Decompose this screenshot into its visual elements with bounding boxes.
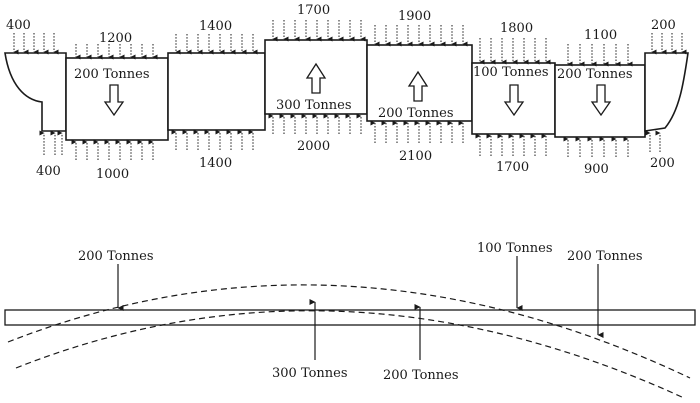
weight-label-s7: 200	[651, 18, 676, 33]
weight-label-s6: 1100	[584, 28, 617, 43]
section-stern	[644, 52, 689, 132]
down-arrow-icon	[503, 84, 525, 117]
weight-label-s4: 1900	[398, 9, 431, 24]
net-label-s5: 100 Tonnes	[473, 65, 549, 80]
net-label-s1: 200 Tonnes	[74, 67, 150, 82]
beam-load-label-a: 200 Tonnes	[78, 249, 154, 264]
deflection-curve-lower	[15, 310, 685, 399]
beam-load-label-b: 300 Tonnes	[272, 366, 348, 381]
deflection-curve-upper	[7, 284, 691, 379]
weight-label-s1: 1200	[99, 31, 132, 46]
buoyancy-label-s1: 1000	[96, 167, 129, 182]
up-arrow-icon	[407, 70, 429, 102]
buoyancy-arrows	[39, 113, 661, 160]
weight-label-s0: 400	[6, 18, 31, 33]
net-label-s4: 200 Tonnes	[378, 106, 454, 121]
net-label-s6: 200 Tonnes	[557, 67, 633, 82]
up-arrow-icon	[305, 62, 327, 94]
down-arrow-icon	[590, 84, 612, 117]
buoyancy-label-s7: 200	[650, 156, 675, 171]
buoyancy-label-s0: 400	[36, 164, 61, 179]
section-2	[167, 52, 266, 131]
beam-load-label-e: 200 Tonnes	[567, 249, 643, 264]
down-arrow-icon	[103, 84, 125, 117]
section-labels: 400 1200 1400 1700 1900 1800 1100 200 40…	[6, 3, 676, 182]
weight-label-s3: 1700	[297, 3, 330, 18]
buoyancy-label-s5: 1700	[496, 160, 529, 175]
net-load-arrows	[103, 62, 612, 117]
beam	[4, 309, 696, 326]
beam-load-label-c: 200 Tonnes	[383, 368, 459, 383]
weight-label-s2: 1400	[199, 19, 232, 34]
section-bow	[4, 52, 67, 132]
beam-load-label-d: 100 Tonnes	[477, 241, 553, 256]
buoyancy-label-s4: 2100	[399, 149, 432, 164]
beam-diagram: 200 Tonnes 100 Tonnes 200 Tonnes 300 Ton…	[4, 241, 696, 399]
weight-label-s5: 1800	[500, 21, 533, 36]
buoyancy-label-s3: 2000	[297, 139, 330, 154]
buoyancy-label-s2: 1400	[199, 156, 232, 171]
weight-arrows	[13, 20, 687, 67]
ship-sections	[4, 39, 689, 141]
net-label-s3: 300 Tonnes	[276, 98, 352, 113]
buoyancy-label-s6: 900	[584, 162, 609, 177]
